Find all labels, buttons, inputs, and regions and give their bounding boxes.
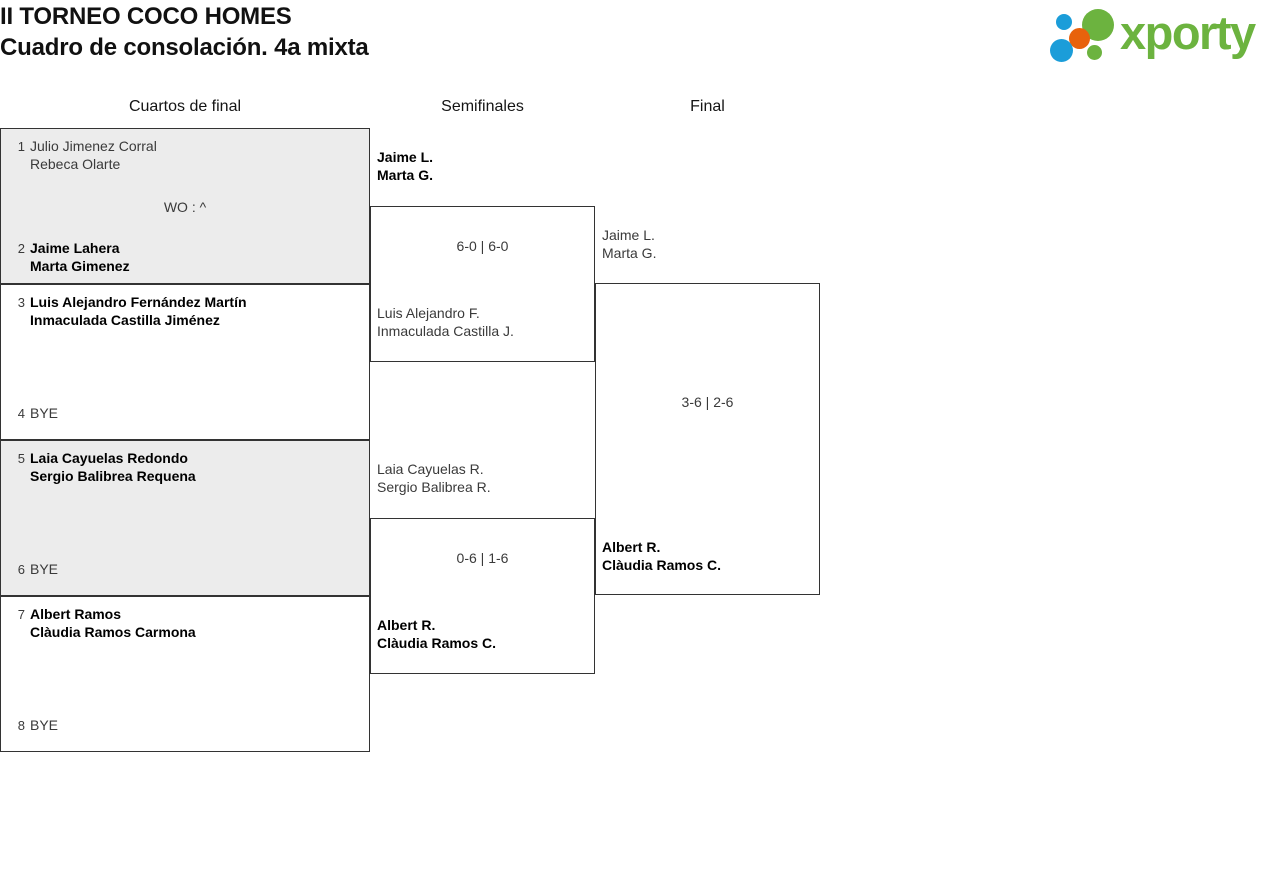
match-score: WO : ^ bbox=[163, 199, 207, 215]
match-score: 3-6 | 2-6 bbox=[681, 394, 734, 410]
match-r2-1-top-team[interactable]: Jaime L. Marta G. bbox=[377, 149, 434, 183]
match-slot-top[interactable]: 3 Luis Alejandro Fernández Martín Inmacu… bbox=[1, 293, 369, 329]
match-r3-1-bottom-team[interactable]: Albert R. Clàudia Ramos C. bbox=[602, 539, 722, 573]
match-slot-bottom[interactable]: 4 BYE bbox=[1, 404, 369, 423]
seed-number: 2 bbox=[17, 241, 25, 256]
match-r2-2[interactable]: 0-6 | 1-6 bbox=[370, 518, 595, 674]
match-slot-bottom[interactable]: 8 BYE bbox=[1, 716, 369, 735]
bracket-subtitle: Cuadro de consolación. 4a mixta bbox=[0, 34, 369, 61]
match-r2-1[interactable]: 6-0 | 6-0 bbox=[370, 206, 595, 362]
team-names: BYE bbox=[30, 561, 59, 577]
seed-number: 5 bbox=[17, 451, 25, 466]
logo-dot-blue-small bbox=[1056, 14, 1072, 30]
team-names: Luis Alejandro Fernández Martín Inmacula… bbox=[30, 294, 247, 328]
round-header-semifinals: Semifinales bbox=[441, 98, 524, 115]
seed-number: 3 bbox=[17, 295, 25, 310]
match-r2-2-top-team[interactable]: Laia Cayuelas R. Sergio Balibrea R. bbox=[377, 461, 491, 495]
match-r2-2-bottom-team[interactable]: Albert R. Clàudia Ramos C. bbox=[377, 617, 497, 651]
logo-dot-blue-large bbox=[1050, 39, 1073, 62]
team-names: BYE bbox=[30, 717, 59, 733]
match-slot-top[interactable]: 7 Albert Ramos Clàudia Ramos Carmona bbox=[1, 605, 369, 641]
round-header-final: Final bbox=[690, 98, 725, 115]
team-names: Jaime Lahera Marta Gimenez bbox=[30, 240, 130, 274]
match-r1-4[interactable]: 7 Albert Ramos Clàudia Ramos Carmona 8 B… bbox=[0, 596, 370, 752]
match-r1-1[interactable]: 1 Julio Jimenez Corral Rebeca Olarte WO … bbox=[0, 128, 370, 284]
logo-wordmark: xporty bbox=[1120, 6, 1256, 59]
match-slot-top[interactable]: 5 Laia Cayuelas Redondo Sergio Balibrea … bbox=[1, 449, 369, 485]
logo-dot-orange bbox=[1069, 28, 1090, 49]
match-slot-bottom[interactable]: 6 BYE bbox=[1, 560, 369, 579]
match-score: 6-0 | 6-0 bbox=[456, 238, 509, 254]
round-header-quarterfinals: Cuartos de final bbox=[128, 98, 242, 115]
match-slot-bottom[interactable]: 2 Jaime Lahera Marta Gimenez bbox=[1, 239, 369, 275]
match-r1-3[interactable]: 5 Laia Cayuelas Redondo Sergio Balibrea … bbox=[0, 440, 370, 596]
team-names: BYE bbox=[30, 405, 59, 421]
seed-number: 8 bbox=[17, 718, 25, 733]
seed-number: 6 bbox=[17, 562, 25, 577]
match-r1-2[interactable]: 3 Luis Alejandro Fernández Martín Inmacu… bbox=[0, 284, 370, 440]
match-r2-1-bottom-team[interactable]: Luis Alejandro F. Inmaculada Castilla J. bbox=[377, 305, 514, 339]
page-header: II TORNEO COCO HOMES Cuadro de consolaci… bbox=[0, 0, 1280, 90]
seed-number: 4 bbox=[17, 406, 25, 421]
xporty-logo[interactable]: xporty bbox=[1050, 6, 1276, 66]
tournament-title: II TORNEO COCO HOMES bbox=[0, 3, 292, 30]
match-score: 0-6 | 1-6 bbox=[456, 550, 509, 566]
logo-dots-icon bbox=[1050, 6, 1124, 66]
seed-number: 1 bbox=[17, 139, 25, 154]
match-r3-1[interactable]: 3-6 | 2-6 bbox=[595, 283, 820, 595]
team-names: Albert Ramos Clàudia Ramos Carmona bbox=[30, 606, 196, 640]
team-names: Julio Jimenez Corral Rebeca Olarte bbox=[30, 138, 157, 172]
team-names: Laia Cayuelas Redondo Sergio Balibrea Re… bbox=[30, 450, 196, 484]
match-slot-top[interactable]: 1 Julio Jimenez Corral Rebeca Olarte bbox=[1, 137, 369, 173]
logo-dot-green-small bbox=[1087, 45, 1102, 60]
seed-number: 7 bbox=[17, 607, 25, 622]
title-block: II TORNEO COCO HOMES Cuadro de consolaci… bbox=[0, 1, 369, 63]
match-r3-1-top-team[interactable]: Jaime L. Marta G. bbox=[602, 227, 657, 261]
